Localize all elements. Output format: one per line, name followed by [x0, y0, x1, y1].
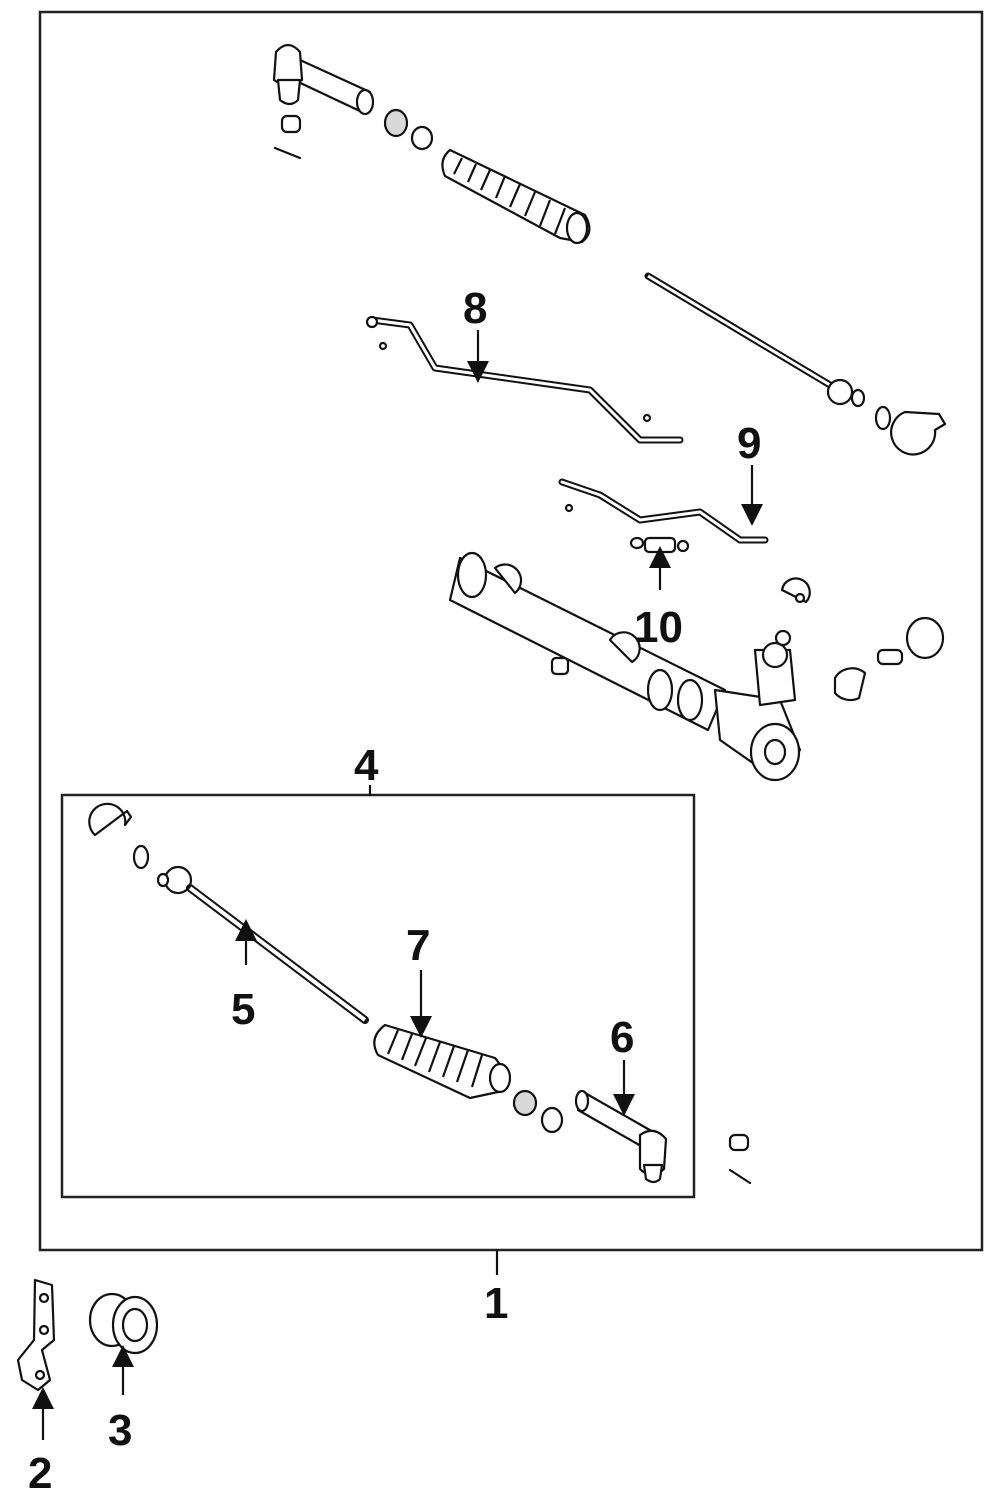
- fitting-10: [629, 536, 690, 554]
- upper-tie-rod-end: [272, 43, 375, 160]
- callout-10: 10: [634, 603, 683, 652]
- upper-nuts: [383, 108, 434, 151]
- outer-tie-rod-end-6: [574, 1089, 668, 1184]
- callout-3: 3: [108, 1406, 132, 1455]
- pressure-line-9: [558, 478, 769, 544]
- callout-8: 8: [463, 284, 487, 333]
- kit-frame: [60, 793, 696, 1199]
- upper-inner-tie-rod: [644, 272, 947, 456]
- mount-bushing-3: [88, 1292, 159, 1355]
- kit-nuts: [512, 1089, 564, 1134]
- callout-5: 5: [231, 985, 255, 1034]
- housing-side-parts: [780, 577, 945, 702]
- pressure-line-8: [365, 315, 684, 444]
- upper-bellows-boot: [441, 148, 591, 245]
- callout-6: 6: [610, 1013, 634, 1062]
- bellows-boot-7: [373, 1023, 512, 1100]
- cotter-parts: [728, 1133, 752, 1185]
- callout-2: 2: [28, 1449, 52, 1498]
- assembly-frame: [38, 10, 984, 1252]
- callout-9: 9: [737, 419, 761, 468]
- rack-housing: [448, 551, 802, 782]
- kit-clamp: [88, 802, 150, 870]
- mount-bracket-2: [16, 1278, 56, 1392]
- callout-7: 7: [406, 921, 430, 970]
- callout-4: 4: [354, 741, 379, 790]
- inner-tie-rod-5: [156, 865, 369, 1024]
- callout-1: 1: [484, 1279, 508, 1328]
